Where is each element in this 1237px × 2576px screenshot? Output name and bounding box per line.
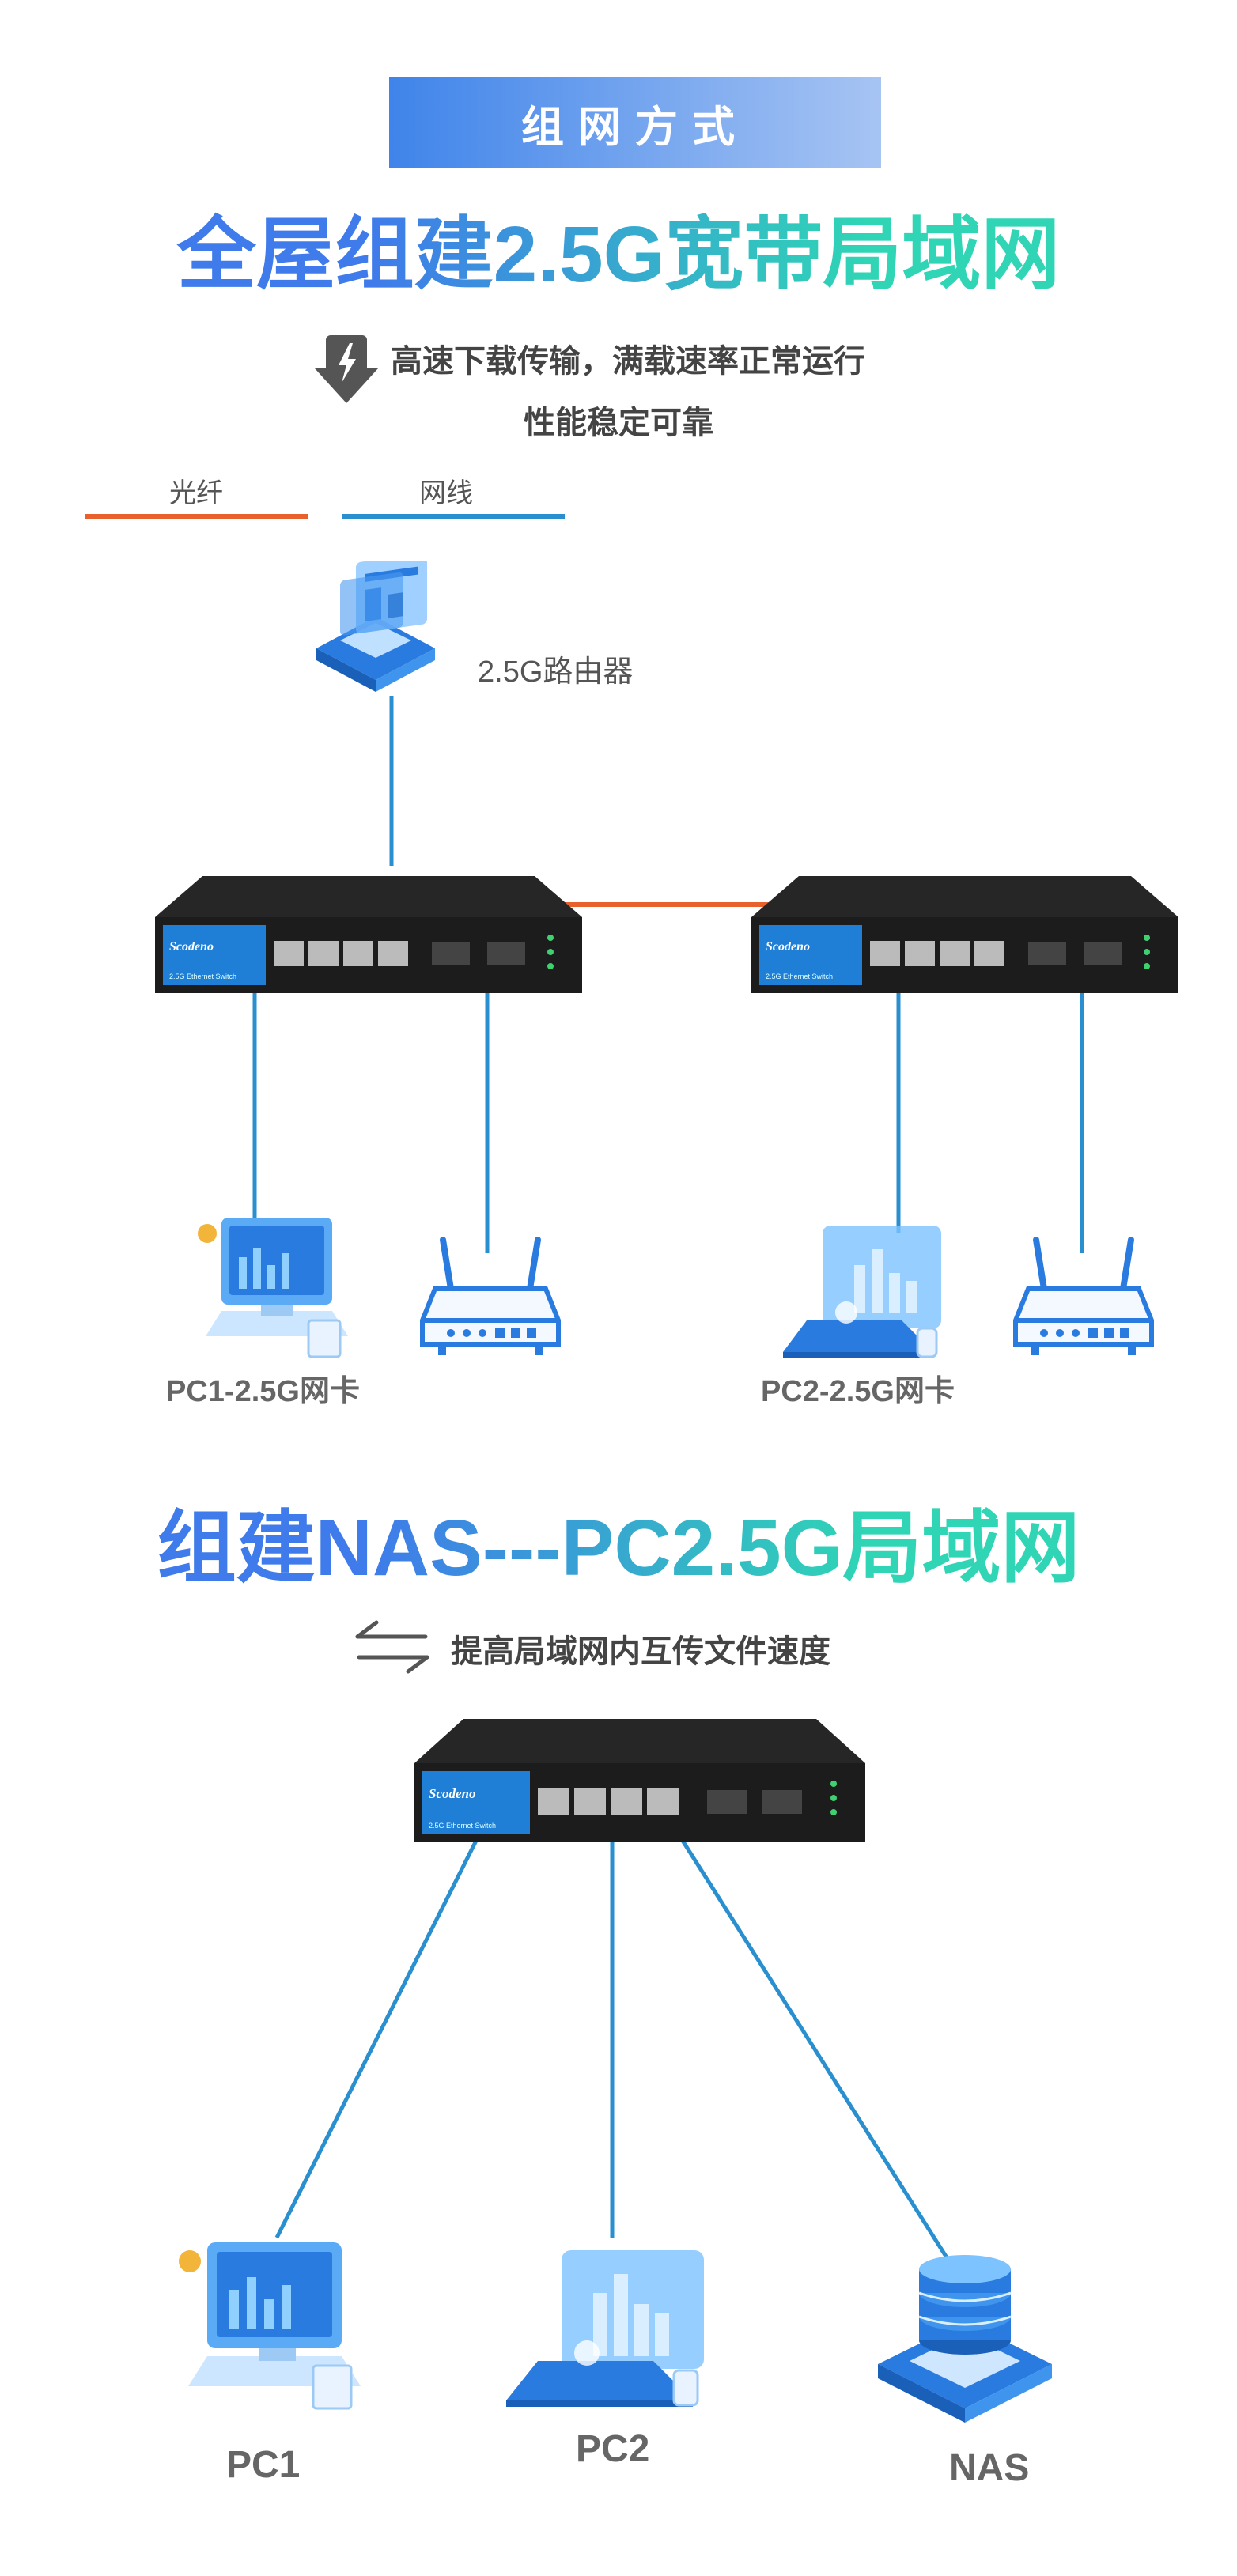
switch-1-brand: Scodeno (169, 940, 214, 954)
section2-nas-label: NAS (949, 2447, 1030, 2489)
nas-icon (870, 2246, 1060, 2427)
section2-pc1-label: PC1 (226, 2444, 301, 2486)
router-label: 2.5G路由器 (478, 655, 634, 689)
switch-1: Scodeno 2.5G Ethernet Switch (155, 876, 582, 995)
wifi-router-icon (419, 1233, 562, 1360)
section2-desc: 提高局域网内互传文件速度 (451, 1634, 830, 1669)
laptop-icon (775, 1218, 957, 1368)
router-icon (308, 561, 443, 696)
legend-cable-line (342, 514, 565, 519)
pc1-label: PC1-2.5G网卡 (166, 1375, 360, 1408)
wifi-router-icon (1012, 1233, 1155, 1360)
badge-label: 组网方式 (521, 103, 749, 151)
switch-3-model: 2.5G Ethernet Switch (429, 1822, 496, 1830)
switch3-to-nas-cable (676, 1833, 951, 2263)
section1-desc-line2: 性能稳定可靠 (524, 406, 713, 440)
switch-3: Scodeno 2.5G Ethernet Switch (414, 1719, 865, 1845)
section1-headline: 全屋组建2.5G宽带局域网 (0, 207, 1237, 302)
section-badge: 组网方式 (389, 77, 881, 168)
legend-cable-label: 网线 (419, 478, 473, 508)
computer-icon (190, 1210, 348, 1360)
download-bolt-icon (315, 334, 378, 405)
laptop-icon (498, 2238, 720, 2419)
switch3-to-pc1-cable (274, 1833, 482, 2239)
switch-3-brand: Scodeno (429, 1786, 476, 1801)
switch-2: Scodeno 2.5G Ethernet Switch (751, 876, 1178, 995)
legend-fiber-label: 光纤 (169, 478, 223, 508)
pc2-label: PC2-2.5G网卡 (761, 1375, 955, 1408)
switch-2-brand: Scodeno (766, 940, 810, 954)
switch-1-model: 2.5G Ethernet Switch (169, 973, 236, 980)
transfer-arrows-icon (353, 1619, 432, 1675)
legend-fiber-line (85, 514, 308, 519)
computer-icon (172, 2230, 362, 2412)
section1-desc-line1: 高速下载传输，满载速率正常运行 (391, 344, 865, 379)
section2-headline: 组建NAS---PC2.5G局域网 (0, 1501, 1237, 1596)
switch-2-model: 2.5G Ethernet Switch (766, 973, 833, 980)
section2-pc2-label: PC2 (576, 2428, 650, 2470)
